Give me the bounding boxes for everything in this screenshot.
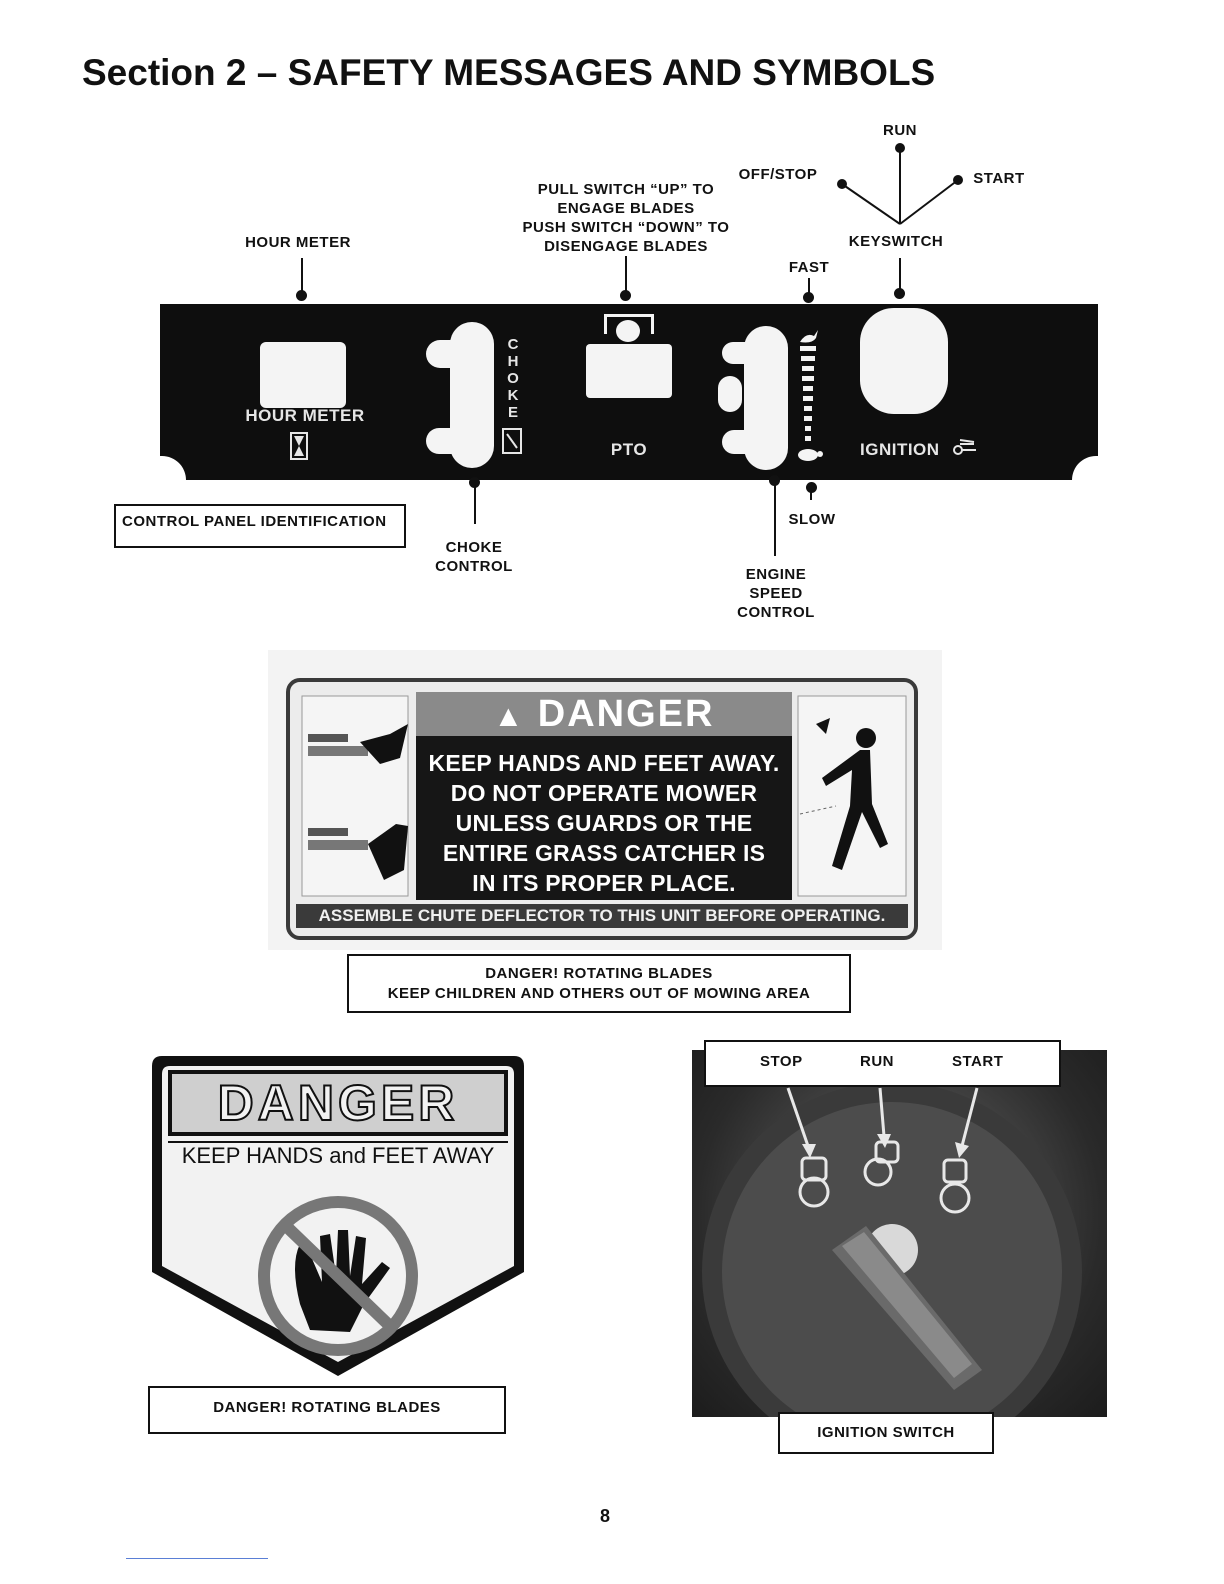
throttle-lever-notch: [722, 430, 752, 454]
danger-decal-center: ▲ DANGER KEEP HANDS AND FEET AWAY. DO NO…: [416, 692, 792, 900]
callout-pto-instructions: PULL SWITCH “UP” TO ENGAGE BLADES PUSH S…: [508, 180, 744, 256]
turtle-icon: [798, 449, 823, 461]
callout-engine-speed-control: ENGINE SPEED CONTROL: [718, 565, 834, 622]
callout-line: SPEED: [749, 585, 803, 602]
hour-meter-display: [260, 342, 346, 408]
leader-dot: [296, 290, 307, 301]
hand-injury-pictogram: [301, 695, 409, 897]
warning-triangle-icon: ▲: [493, 700, 526, 733]
danger-message: KEEP HANDS AND FEET AWAY. DO NOT OPERATE…: [416, 748, 792, 898]
caption-line: KEEP CHILDREN AND OTHERS OUT OF MOWING A…: [387, 985, 811, 1002]
throttle-lever-notch: [722, 342, 752, 364]
choke-letter: O: [507, 370, 519, 387]
leader-dot: [620, 290, 631, 301]
callout-start: START: [973, 170, 1025, 187]
page-title: Section 2 – SAFETY MESSAGES AND SYMBOLS: [82, 52, 936, 93]
leader-line: [808, 278, 810, 298]
throttle-detent: [718, 376, 742, 412]
leader-line: [301, 258, 303, 296]
pto-switch-guard: [604, 314, 654, 334]
pto-switch-body: [586, 344, 672, 398]
danger-line: KEEP HANDS AND FEET AWAY.: [428, 750, 780, 776]
shield-subheading: KEEP HANDS and FEET AWAY: [181, 1143, 495, 1168]
panel-pto-label: PTO: [610, 440, 648, 459]
position-start-label: START: [952, 1053, 1004, 1070]
leader-dot: [806, 482, 817, 493]
callout-line: ENGINE: [745, 566, 807, 583]
callout-choke-control: CHOKE CONTROL: [424, 538, 524, 576]
leader-dot: [769, 475, 780, 486]
shield-danger-heading: DANGER: [217, 1074, 459, 1132]
ignition-key-bezel: [860, 308, 948, 414]
thrown-object-pictogram: [797, 695, 907, 897]
choke-letter: E: [507, 404, 518, 421]
callout-fast: FAST: [788, 259, 830, 276]
panel-ignition-label: IGNITION: [860, 440, 940, 459]
ignition-switch-illustration: [702, 1082, 1082, 1417]
pto-instruction-line: DISENGAGE BLADES: [544, 238, 708, 255]
leader-dot: [469, 477, 480, 488]
callout-hour-meter: HOUR METER: [245, 234, 351, 251]
callout-run: RUN: [883, 122, 917, 139]
speed-scale: [800, 346, 816, 441]
position-stop-label: STOP: [760, 1053, 803, 1070]
leader-line: [625, 256, 627, 296]
danger-heading: ▲ DANGER: [416, 692, 792, 736]
callout-slow: SLOW: [788, 511, 836, 528]
control-panel-caption: CONTROL PANEL IDENTIFICATION: [114, 504, 406, 548]
danger-decal-shield: [152, 1056, 524, 1376]
choke-icon: [502, 428, 522, 454]
choke-lever-notch: [426, 340, 460, 368]
leader-dot: [894, 288, 905, 299]
keyswitch-positions-diagram: [837, 143, 963, 225]
ignition-positions-box: STOP RUN START: [704, 1040, 1061, 1087]
callout-line: CONTROL: [435, 558, 513, 575]
choke-letter: C: [507, 336, 519, 353]
footer-rule: [126, 1558, 268, 1559]
choke-letter: H: [507, 353, 519, 370]
control-panel: HOUR METER C H O K E PTO: [160, 304, 1098, 480]
callout-keyswitch: KEYSWITCH: [848, 233, 944, 250]
panel-hour-meter-label: HOUR METER: [245, 406, 365, 425]
position-run-label: RUN: [860, 1053, 894, 1070]
callout-line: CHOKE: [445, 539, 503, 556]
leader-line: [810, 488, 812, 500]
pto-instruction-line: ENGAGE BLADES: [557, 200, 695, 217]
danger-decal-caption: DANGER! ROTATING BLADES KEEP CHILDREN AN…: [347, 954, 851, 1013]
shield-caption: DANGER! ROTATING BLADES: [148, 1386, 506, 1434]
pto-switch-knob: [616, 320, 640, 342]
ignition-switch-photo: [692, 1050, 1107, 1417]
page-number: 8: [599, 1506, 610, 1526]
danger-line: DO NOT OPERATE MOWER: [450, 780, 758, 806]
danger-line: UNLESS GUARDS OR THE: [455, 810, 753, 836]
leader-line: [899, 258, 901, 294]
danger-footer: ASSEMBLE CHUTE DEFLECTOR TO THIS UNIT BE…: [296, 904, 908, 928]
choke-lever-notch: [426, 428, 460, 454]
leader-line: [774, 482, 776, 556]
pto-instruction-line: PUSH SWITCH “DOWN” TO: [522, 219, 730, 236]
caption-line: DANGER! ROTATING BLADES: [485, 965, 713, 982]
callout-off-stop: OFF/STOP: [738, 166, 818, 183]
pto-instruction-line: PULL SWITCH “UP” TO: [537, 181, 715, 198]
ignition-switch-caption: IGNITION SWITCH: [778, 1412, 994, 1454]
rabbit-icon: [800, 330, 818, 343]
choke-letters: C H O K E: [504, 336, 522, 421]
leader-dot: [803, 292, 814, 303]
danger-decal-mower: ▲ DANGER KEEP HANDS AND FEET AWAY. DO NO…: [286, 678, 918, 940]
hourglass-icon: [290, 432, 308, 460]
callout-line: CONTROL: [737, 604, 815, 621]
leader-line: [474, 484, 476, 524]
danger-line: IN ITS PROPER PLACE.: [472, 870, 736, 896]
key-icon: [953, 439, 976, 455]
danger-heading-text: DANGER: [537, 693, 715, 735]
choke-letter: K: [507, 387, 519, 404]
danger-line: ENTIRE GRASS CATCHER IS: [442, 840, 766, 866]
